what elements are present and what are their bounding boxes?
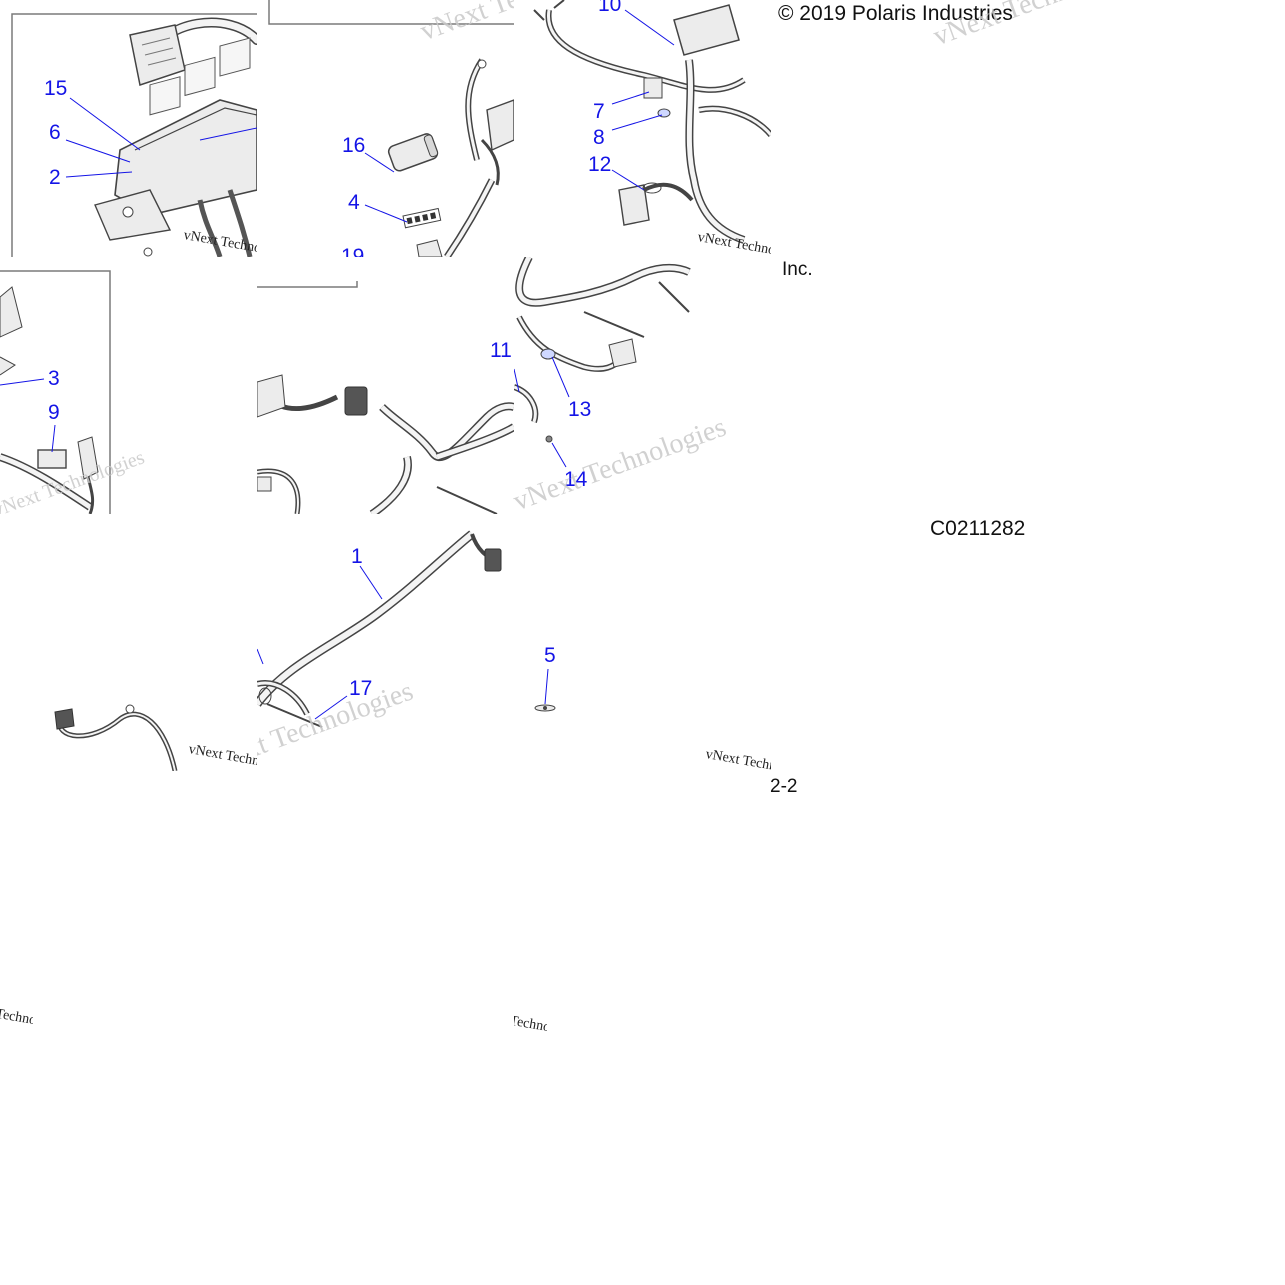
callout-7: 7	[593, 100, 605, 123]
fastener-drawing	[534, 668, 556, 712]
callout-17: 17	[349, 677, 373, 700]
harness-middle-drawing	[257, 281, 514, 514]
tile-fuse-box-inset: 15 6 2 vNext Technologies	[0, 0, 257, 257]
tile-fragment-left: vNext Technologies	[0, 970, 33, 1028]
pigtail-drawing	[54, 704, 178, 771]
callout-10: 10	[598, 0, 622, 16]
callout-1: 1	[351, 545, 363, 568]
callout-3: 3	[48, 367, 60, 390]
page-fragment: 2-2	[770, 776, 798, 797]
drawing-code: C0211282	[930, 517, 1026, 540]
callout-15: 15	[44, 77, 68, 100]
callout-16: 16	[342, 134, 366, 157]
callout-14: 14	[564, 468, 588, 491]
tile-relay-parts: vNext Technologies 16 4 19	[257, 0, 514, 257]
callout-13: 13	[568, 398, 592, 421]
tile-main-harness-upper: 10 7 8 12 vNext Technologies	[514, 0, 771, 257]
tile-fragment-middle: vNext Technologies	[514, 975, 547, 1033]
watermark-text: vNext Technologies	[0, 1000, 33, 1028]
main-harness-upper-drawing	[533, 0, 771, 244]
callout-12: 12	[588, 153, 612, 176]
relay-parts-drawing	[268, 0, 514, 257]
tile-harness-item-1: 1 17 vNext Technologies	[257, 514, 514, 771]
callout-6: 6	[49, 121, 61, 144]
tile-sensor-inset: 3 9 vNext Technologies	[0, 257, 257, 514]
tile-fastener: 5 vNext Technologies	[514, 514, 771, 771]
copyright-suffix: Inc.	[782, 259, 813, 280]
copyright-text: © 2019 Polaris Industries	[778, 2, 1013, 25]
tile-harness-clips: 13 14	[514, 257, 771, 514]
callout-4: 4	[348, 191, 360, 214]
callout-5: 5	[544, 644, 556, 667]
callout-8: 8	[593, 126, 605, 149]
callout-2: 2	[49, 166, 61, 189]
callout-9: 9	[48, 401, 60, 424]
callout-11: 11	[490, 339, 512, 362]
sensor-inset-drawing	[0, 270, 111, 514]
tile-harness-middle	[257, 257, 514, 514]
fuse-box-drawing	[11, 13, 257, 257]
harness-item-1-drawing	[257, 530, 502, 728]
watermark-text: vNext Technologies	[514, 1007, 547, 1033]
callout-19: 19	[341, 245, 365, 257]
harness-clips-drawing	[514, 257, 691, 468]
tile-pigtail: vNext Technologies	[0, 514, 257, 771]
